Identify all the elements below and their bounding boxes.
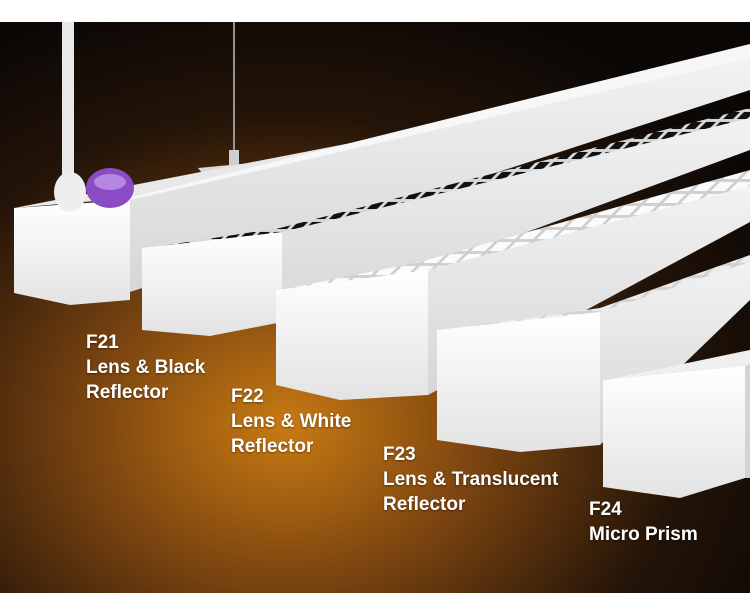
label-f22: F22 Lens & White Reflector xyxy=(231,384,351,459)
label-f21-code: F21 xyxy=(86,332,119,353)
label-f24-code: F24 xyxy=(589,499,622,520)
label-f22-code: F22 xyxy=(231,386,264,407)
f23-reflector xyxy=(280,170,750,306)
label-f22-line2: Reflector xyxy=(231,436,314,457)
label-f21-line2: Reflector xyxy=(86,382,169,403)
label-f23: F23 Lens & Translucent Reflector xyxy=(383,442,558,517)
label-f23-line1: Lens & Translucent xyxy=(383,469,559,490)
suspension-rod xyxy=(62,22,74,182)
f22-face xyxy=(142,232,282,336)
label-f21-line1: Lens & Black xyxy=(86,357,206,378)
f24-face xyxy=(437,312,600,452)
wire-clamp xyxy=(229,150,239,166)
label-f24-line1: Micro Prism xyxy=(589,524,698,545)
label-f21: F21 Lens & Black Reflector xyxy=(86,330,205,405)
top-border xyxy=(0,0,750,22)
label-f24: F24 Micro Prism xyxy=(589,497,698,547)
micro-prism-face xyxy=(603,366,745,498)
f21-face xyxy=(14,200,130,305)
label-f23-line2: Reflector xyxy=(383,494,466,515)
cable-gland xyxy=(54,172,86,212)
f22-reflector xyxy=(148,108,750,262)
micro-prism-side xyxy=(745,364,750,478)
f23-face xyxy=(276,270,428,400)
label-f23-code: F23 xyxy=(383,444,416,465)
label-f22-line1: Lens & White xyxy=(231,411,352,432)
